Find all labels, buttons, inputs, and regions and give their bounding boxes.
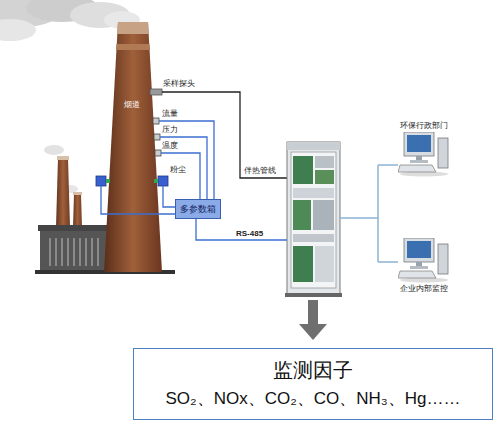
signal-wire — [196, 219, 287, 240]
computer-node: 企业内部监控 — [398, 238, 450, 295]
heated-sample-line — [162, 92, 287, 178]
network-line — [340, 165, 398, 262]
computer-icon — [398, 132, 450, 177]
line-label: 伴热管线 — [244, 166, 276, 176]
smoke — [0, 19, 36, 41]
sensor-label: 粉尘 — [170, 165, 186, 175]
part-label: 采样探头 — [163, 79, 195, 89]
signal-wire — [161, 153, 200, 199]
network-line — [340, 165, 398, 262]
analyzer-cabinet — [287, 142, 340, 296]
signal-wire — [159, 121, 214, 199]
sensor-devices — [150, 89, 162, 95]
heated-sample-line — [162, 92, 287, 178]
smoke — [44, 145, 64, 155]
signal-wire — [101, 121, 287, 240]
computer-icon-part — [416, 262, 422, 266]
factory-building — [50, 238, 98, 266]
analyzer-cabinet — [285, 142, 342, 297]
sensor-label: 压力 — [162, 125, 178, 135]
analyzer-cabinet — [293, 156, 313, 184]
sensor-devices — [96, 89, 168, 186]
signal-wire — [163, 186, 175, 207]
factory-building — [38, 225, 112, 231]
computer-icon-part — [404, 238, 434, 262]
factor-box: 监测因子 SO₂、NOx、CO₂、CO、NH₃、Hg…… — [133, 348, 493, 420]
sensor-devices — [96, 176, 106, 186]
analyzer-cabinet — [293, 200, 311, 230]
computer-icon-part — [410, 160, 428, 163]
computer-icon-part — [416, 156, 422, 160]
factory-building — [40, 230, 110, 272]
part-label: 烟道 — [124, 100, 140, 110]
analyzer-cabinet — [293, 246, 313, 282]
small-chimney — [73, 192, 82, 195]
analyzer-cabinet — [287, 142, 340, 150]
node-heading: 多参数箱 — [180, 203, 216, 215]
parameter-box: 多参数箱 — [175, 199, 221, 219]
computer-icon-part — [398, 271, 436, 278]
down-arrow — [299, 300, 327, 340]
sensor-devices — [106, 179, 110, 183]
analyzer-cabinet — [291, 152, 336, 288]
analyzer-cabinet — [293, 234, 334, 242]
computer-icon-part — [438, 244, 448, 274]
main-chimney — [104, 22, 162, 272]
signal-wire — [101, 186, 175, 214]
sensor-devices — [158, 176, 168, 186]
sensor-devices — [154, 179, 158, 183]
sensor-devices — [155, 150, 161, 156]
analyzer-cabinet — [285, 293, 342, 297]
signal-name: RS-485 — [236, 229, 263, 239]
computer-icon-part — [398, 165, 436, 172]
down-arrow — [299, 300, 327, 340]
node-heading: 监测因子 — [273, 357, 353, 383]
computer-icon — [398, 238, 450, 283]
computer-icon-part — [407, 241, 431, 258]
sensor-label: 温度 — [162, 141, 178, 151]
small-chimney — [57, 156, 69, 160]
analyzer-cabinet — [315, 170, 334, 184]
analyzer-cabinet — [315, 156, 334, 168]
node-heading: 企业内部监控 — [400, 284, 448, 294]
signal-wire — [160, 137, 207, 199]
analyzer-cabinet — [315, 246, 334, 282]
sensor-label: 流量 — [162, 109, 178, 119]
node-heading: 环保行政部门 — [400, 121, 448, 131]
main-chimney — [117, 22, 149, 34]
node-body: SO₂、NOx、CO₂、CO、NH₃、Hg…… — [166, 387, 461, 411]
computer-icon-part — [407, 135, 431, 152]
main-chimney — [104, 22, 162, 272]
sensor-devices — [153, 118, 159, 124]
computer-icon-part — [438, 138, 448, 168]
computer-icon-part — [410, 266, 428, 269]
computer-icon-part — [404, 132, 434, 156]
analyzer-cabinet — [293, 188, 334, 198]
computer-node: 环保行政部门 — [398, 120, 450, 177]
main-chimney — [116, 44, 150, 50]
sensor-devices — [154, 134, 160, 140]
analyzer-cabinet — [313, 200, 334, 230]
